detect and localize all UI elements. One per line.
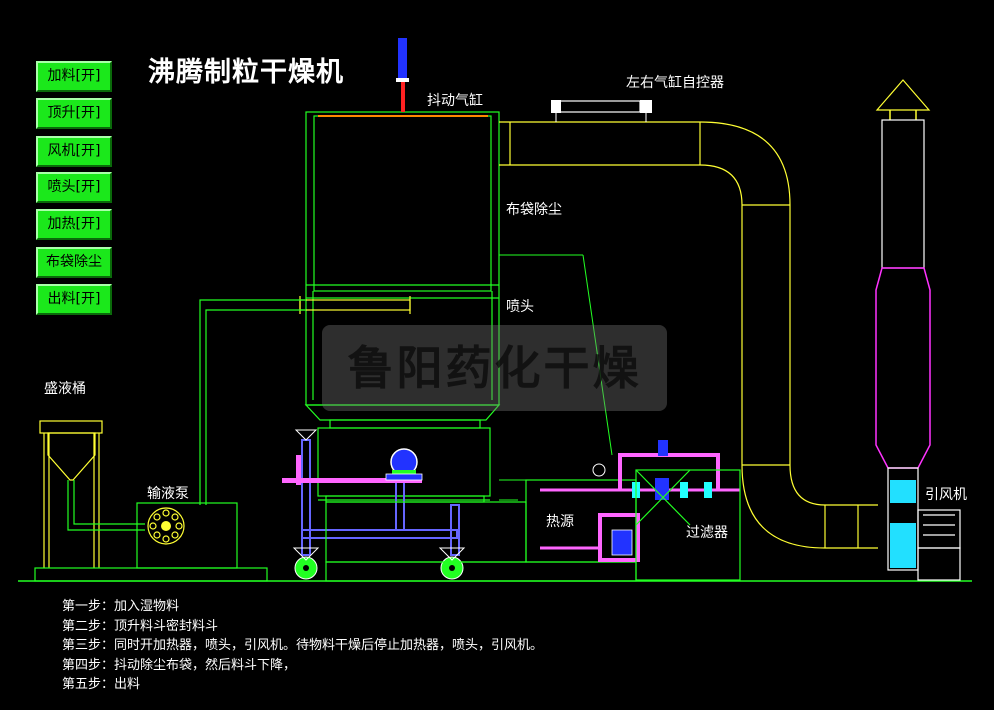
nozzle-button[interactable]: 喷头[开] <box>36 172 112 203</box>
bag-filter-label: 布袋除尘 <box>506 202 562 218</box>
heat-button[interactable]: 加热[开] <box>36 209 112 240</box>
fan-button[interactable]: 风机[开] <box>36 136 112 167</box>
fan-label: 引风机 <box>925 487 967 503</box>
watermark: 鲁阳药化干燥 <box>322 325 667 411</box>
shake-cylinder <box>396 38 409 112</box>
step-item: 第三步：同时开加热器，喷头，引风机。待物料干燥后停止加热器，喷头，引风机。 <box>62 638 544 653</box>
shake-cylinder-label: 抖动气缸 <box>427 93 483 109</box>
step-item: 第五步：出料 <box>62 677 141 692</box>
liquid-tank-label: 盛液桶 <box>44 381 86 397</box>
liquid-tank <box>39 420 103 568</box>
filter-box <box>635 469 741 581</box>
step-item: 第二步：顶升料斗密封料斗 <box>62 618 219 634</box>
step-item: 第四步：抖动除尘布袋，然后料斗下降， <box>62 657 297 673</box>
nozzle-pipe <box>299 296 411 314</box>
pump-label: 输液泵 <box>147 486 189 502</box>
dryer-tower <box>304 111 501 503</box>
heat-source-label: 热源 <box>546 514 574 530</box>
feed-button[interactable]: 加料[开] <box>36 61 112 92</box>
pump <box>136 502 238 569</box>
lr-cylinder <box>551 100 652 122</box>
hopper-cart <box>292 429 466 580</box>
step-list: 第一步：加入湿物料 第二步：顶升料斗密封料斗 第三步：同时开加热器，喷头，引风机… <box>62 597 543 695</box>
bag-filter-button[interactable]: 布袋除尘 <box>36 247 112 278</box>
nozzle-label: 喷头 <box>506 299 534 315</box>
fan-body <box>890 480 916 568</box>
connector-lines <box>499 254 613 501</box>
heat-source <box>540 440 740 562</box>
lr-cylinder-label: 左右气缸自控器 <box>626 75 724 91</box>
feed-line <box>199 299 306 505</box>
fan-motor <box>917 509 961 581</box>
lift-button[interactable]: 顶升[开] <box>36 98 112 129</box>
filter-label: 过滤器 <box>686 525 728 541</box>
discharge-button[interactable]: 出料[开] <box>36 284 112 315</box>
exhaust-duct <box>499 121 878 549</box>
lift-motor <box>282 448 423 485</box>
step-item: 第一步：加入湿物料 <box>62 599 180 614</box>
page-title: 沸腾制粒干燥机 <box>148 57 344 88</box>
